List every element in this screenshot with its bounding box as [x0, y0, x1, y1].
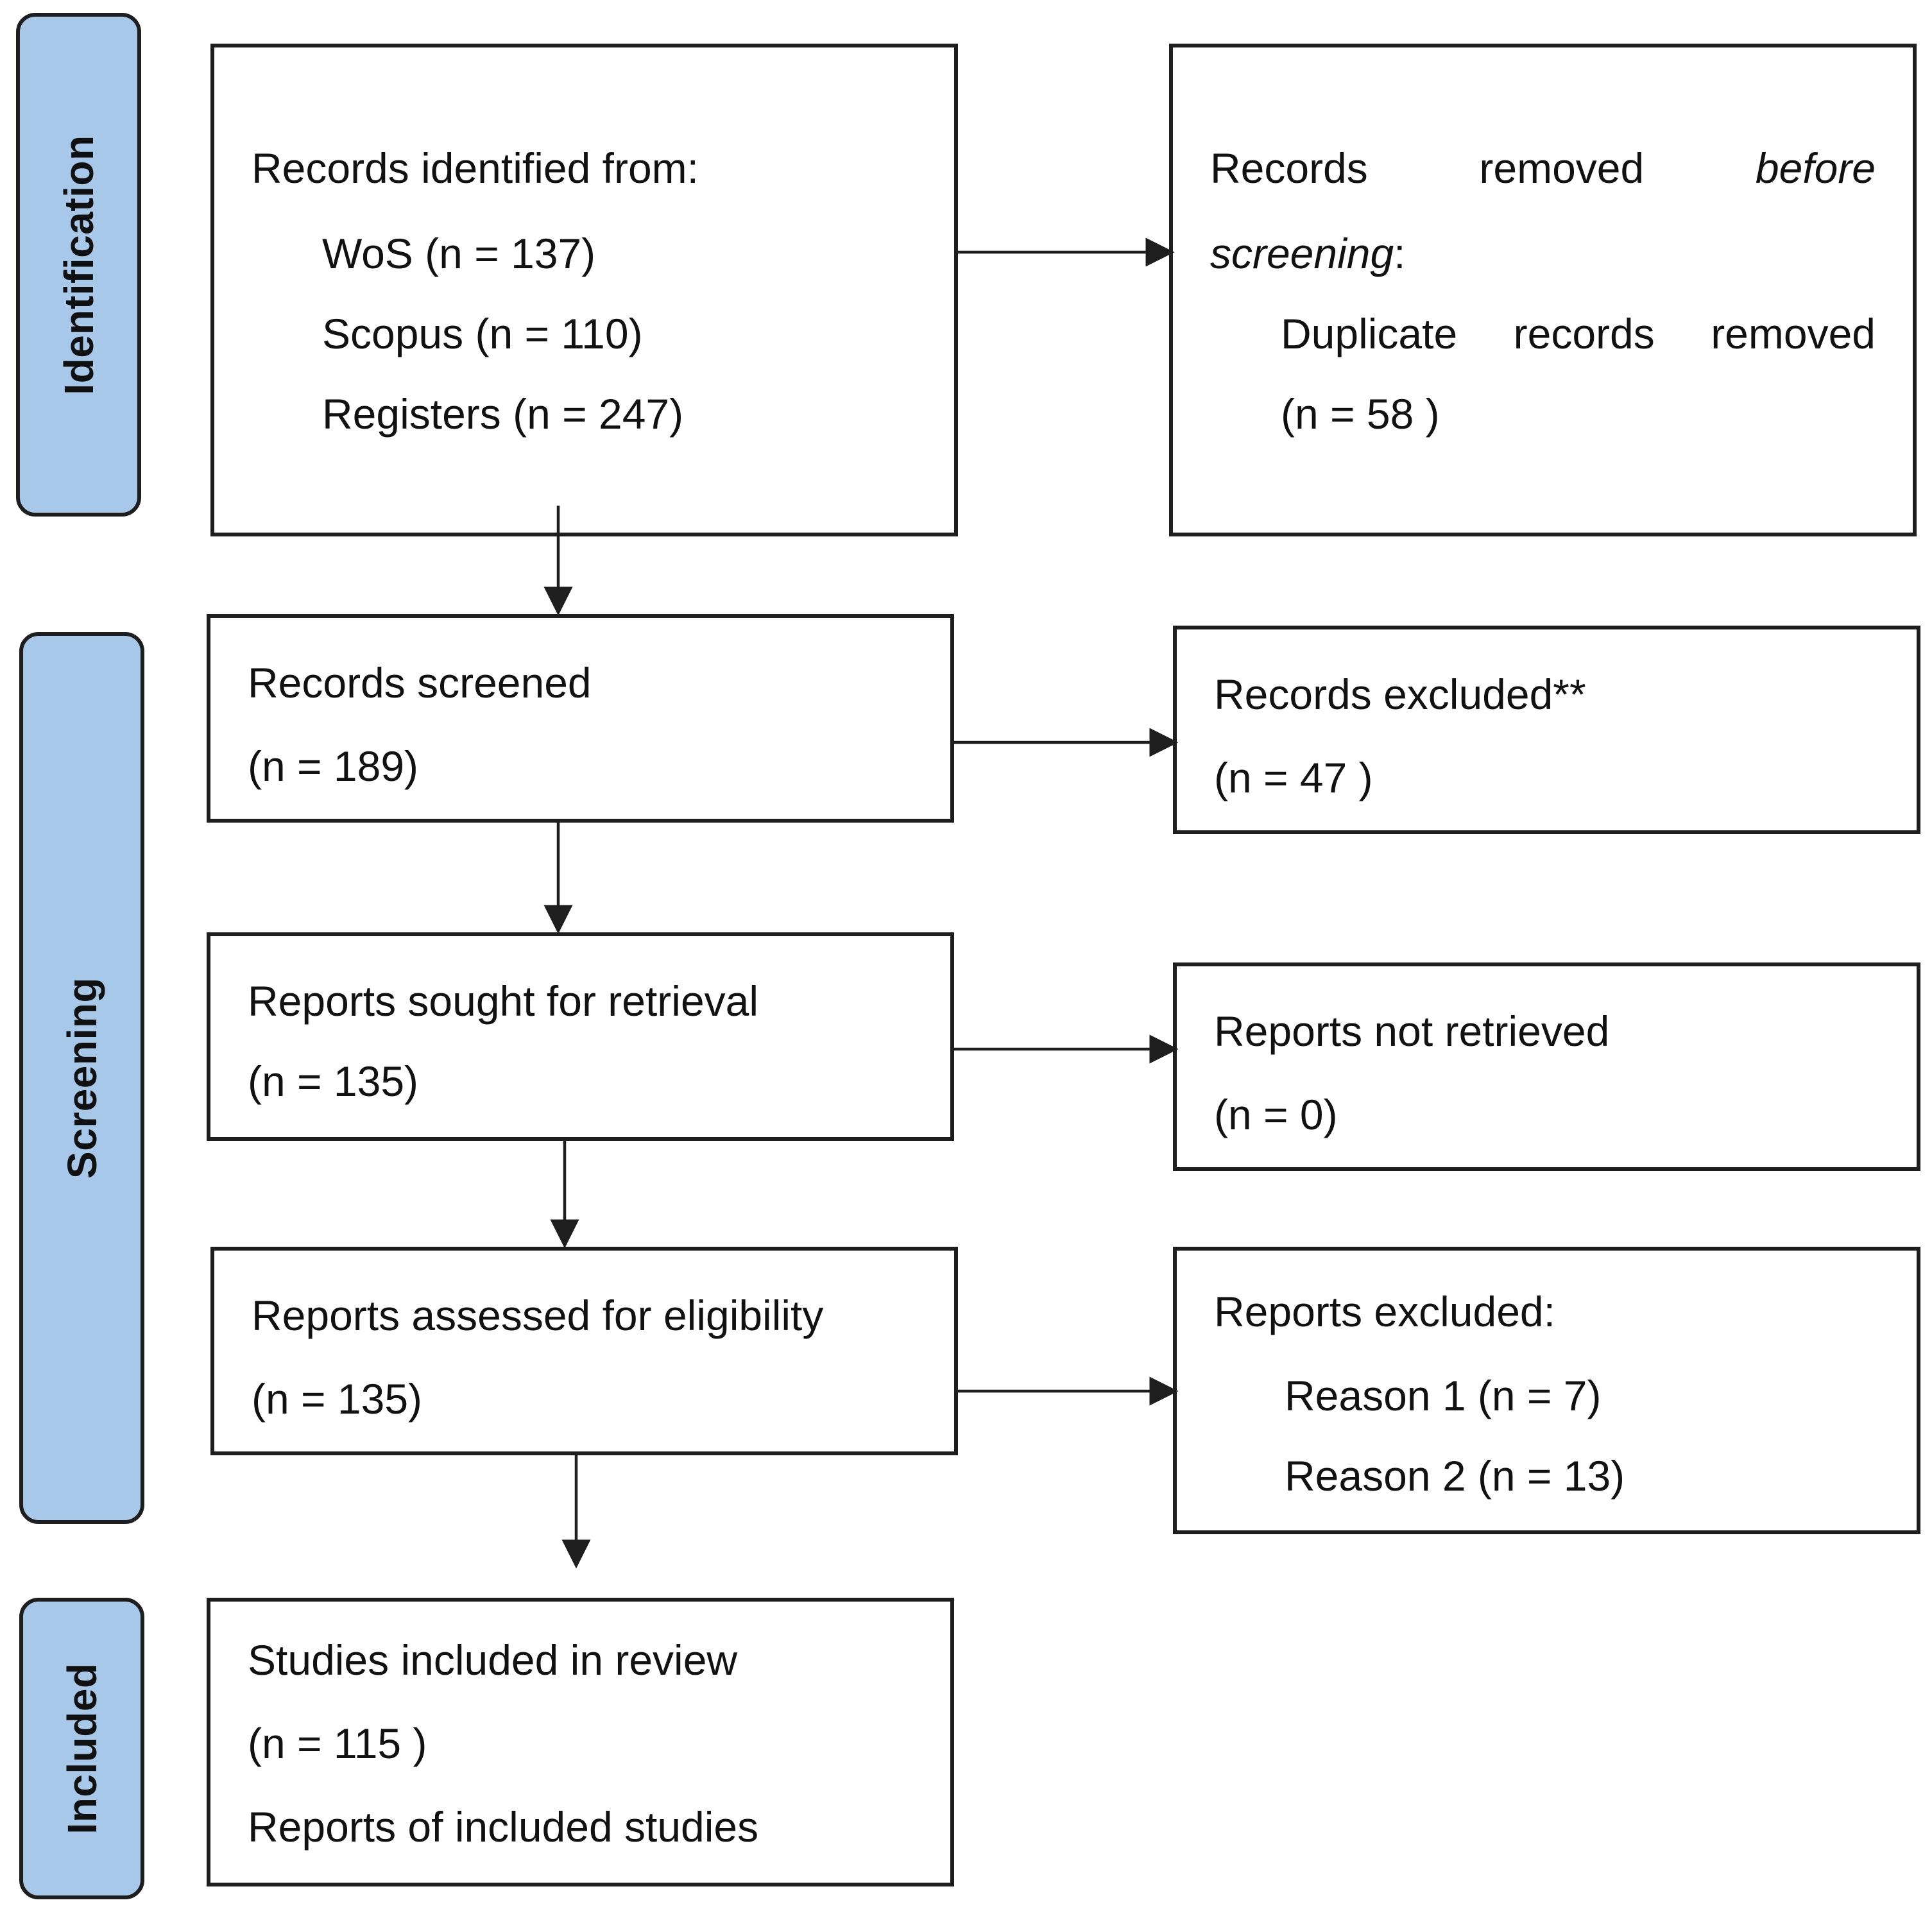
reports-sought-count: (n = 135): [248, 1057, 418, 1105]
reports-assessed-title: Reports assessed for eligibility: [252, 1292, 824, 1339]
duplicate-records-word: records: [1513, 310, 1655, 357]
duplicate-count: (n = 58 ): [1281, 390, 1440, 438]
scopus-count: Scopus (n = 110): [322, 310, 643, 357]
reports-sought-title: Reports sought for retrieval: [248, 977, 759, 1025]
reports-assessed-box: Reports assessed for eligibility (n = 13…: [210, 1247, 958, 1455]
duplicate-word: Duplicate: [1281, 310, 1458, 357]
reports-sought-box: Reports sought for retrieval (n = 135): [207, 932, 954, 1141]
screening-colon: :: [1394, 230, 1406, 277]
stage-identification: Identification: [16, 13, 141, 517]
records-identified-box: Records identified from: WoS (n = 137) S…: [210, 44, 958, 536]
reports-not-retrieved-title: Reports not retrieved: [1214, 1007, 1610, 1055]
records-excluded-title: Records excluded**: [1214, 671, 1586, 718]
reports-of-included-studies: Reports of included studies: [248, 1803, 759, 1851]
stage-included: Included: [19, 1598, 144, 1899]
reason-2: Reason 2 (n = 13): [1285, 1452, 1625, 1500]
reports-excluded-box: Reports excluded: Reason 1 (n = 7) Reaso…: [1173, 1247, 1920, 1534]
records-excluded-box: Records excluded** (n = 47 ): [1173, 626, 1920, 834]
records-screened-box: Records screened (n = 189): [207, 614, 954, 823]
studies-included-title: Studies included in review: [248, 1636, 738, 1684]
reason-1: Reason 1 (n = 7): [1285, 1372, 1602, 1419]
records-removed-word-records: Records: [1210, 144, 1368, 192]
studies-included-box: Studies included in review (n = 115 ) Re…: [207, 1598, 954, 1886]
records-screened-count: (n = 189): [248, 742, 418, 790]
reports-not-retrieved-box: Reports not retrieved (n = 0): [1173, 962, 1920, 1171]
studies-included-count: (n = 115 ): [248, 1720, 427, 1767]
reports-not-retrieved-count: (n = 0): [1214, 1091, 1338, 1138]
records-screened-title: Records screened: [248, 659, 592, 706]
wos-count: WoS (n = 137): [322, 230, 596, 277]
reports-excluded-title: Reports excluded:: [1214, 1288, 1555, 1335]
duplicate-removed-word: removed: [1711, 310, 1876, 357]
records-removed-box: Records removed before screening: Duplic…: [1169, 44, 1917, 536]
records-removed-heading: Records removed before: [1210, 147, 1876, 189]
records-identified-title: Records identified from:: [252, 144, 699, 192]
records-excluded-count: (n = 47 ): [1214, 754, 1373, 801]
records-removed-word-before: before: [1755, 144, 1876, 192]
reports-assessed-count: (n = 135): [252, 1375, 422, 1423]
screening-word: screening: [1210, 230, 1394, 277]
duplicate-records-line: Duplicate records removed: [1281, 312, 1876, 355]
records-removed-screening: screening:: [1210, 232, 1406, 275]
records-removed-word-removed: removed: [1479, 144, 1645, 192]
stage-screening: Screening: [19, 632, 144, 1524]
registers-count: Registers (n = 247): [322, 390, 684, 438]
